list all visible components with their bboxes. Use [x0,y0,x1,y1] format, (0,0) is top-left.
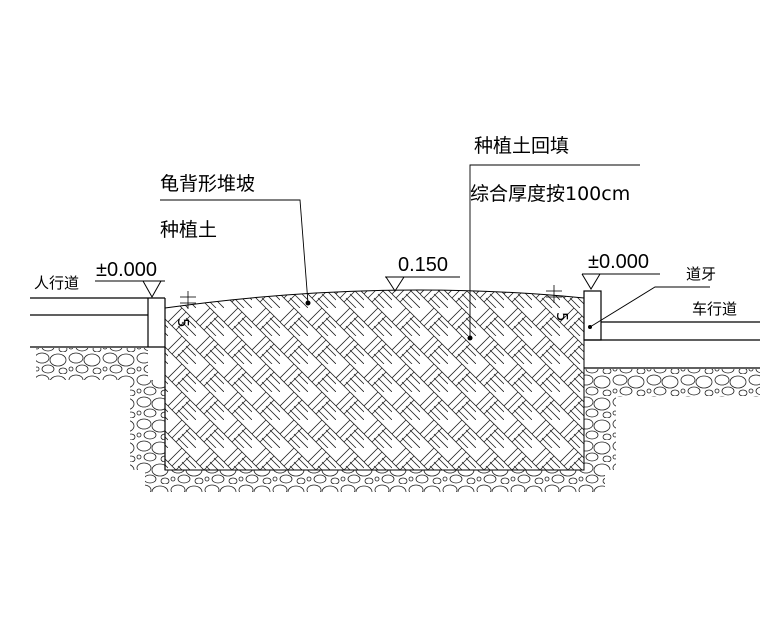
elevation-marker-right [581,273,660,290]
label-curb: 道牙 [686,265,716,283]
planting-soil-fill [164,289,585,471]
elevation-left-label: ±0.000 [96,259,157,281]
gravel-base [36,348,760,492]
leader-lines [160,164,710,338]
label-turtle-back-slope: 龟背形堆坡 [160,173,255,195]
label-planting-soil: 种植土 [160,219,217,241]
elevation-right-label: ±0.000 [588,251,649,273]
dimension-right: 5 [553,312,571,322]
dimension-ticks [180,285,562,309]
label-sidewalk: 人行道 [34,274,79,292]
label-roadway: 车行道 [692,300,737,318]
sidewalk-structure [30,297,166,470]
label-total-thickness: 综合厚度按100cm [470,183,630,205]
elevation-marker-center [385,276,460,292]
leader-dots [305,300,592,341]
label-planting-soil-backfill: 种植土回填 [474,135,569,157]
roadway-structure [583,290,760,369]
elevation-marker-left [95,280,165,299]
dimension-left: 5 [174,318,192,328]
elevation-center-label: 0.150 [398,254,448,276]
